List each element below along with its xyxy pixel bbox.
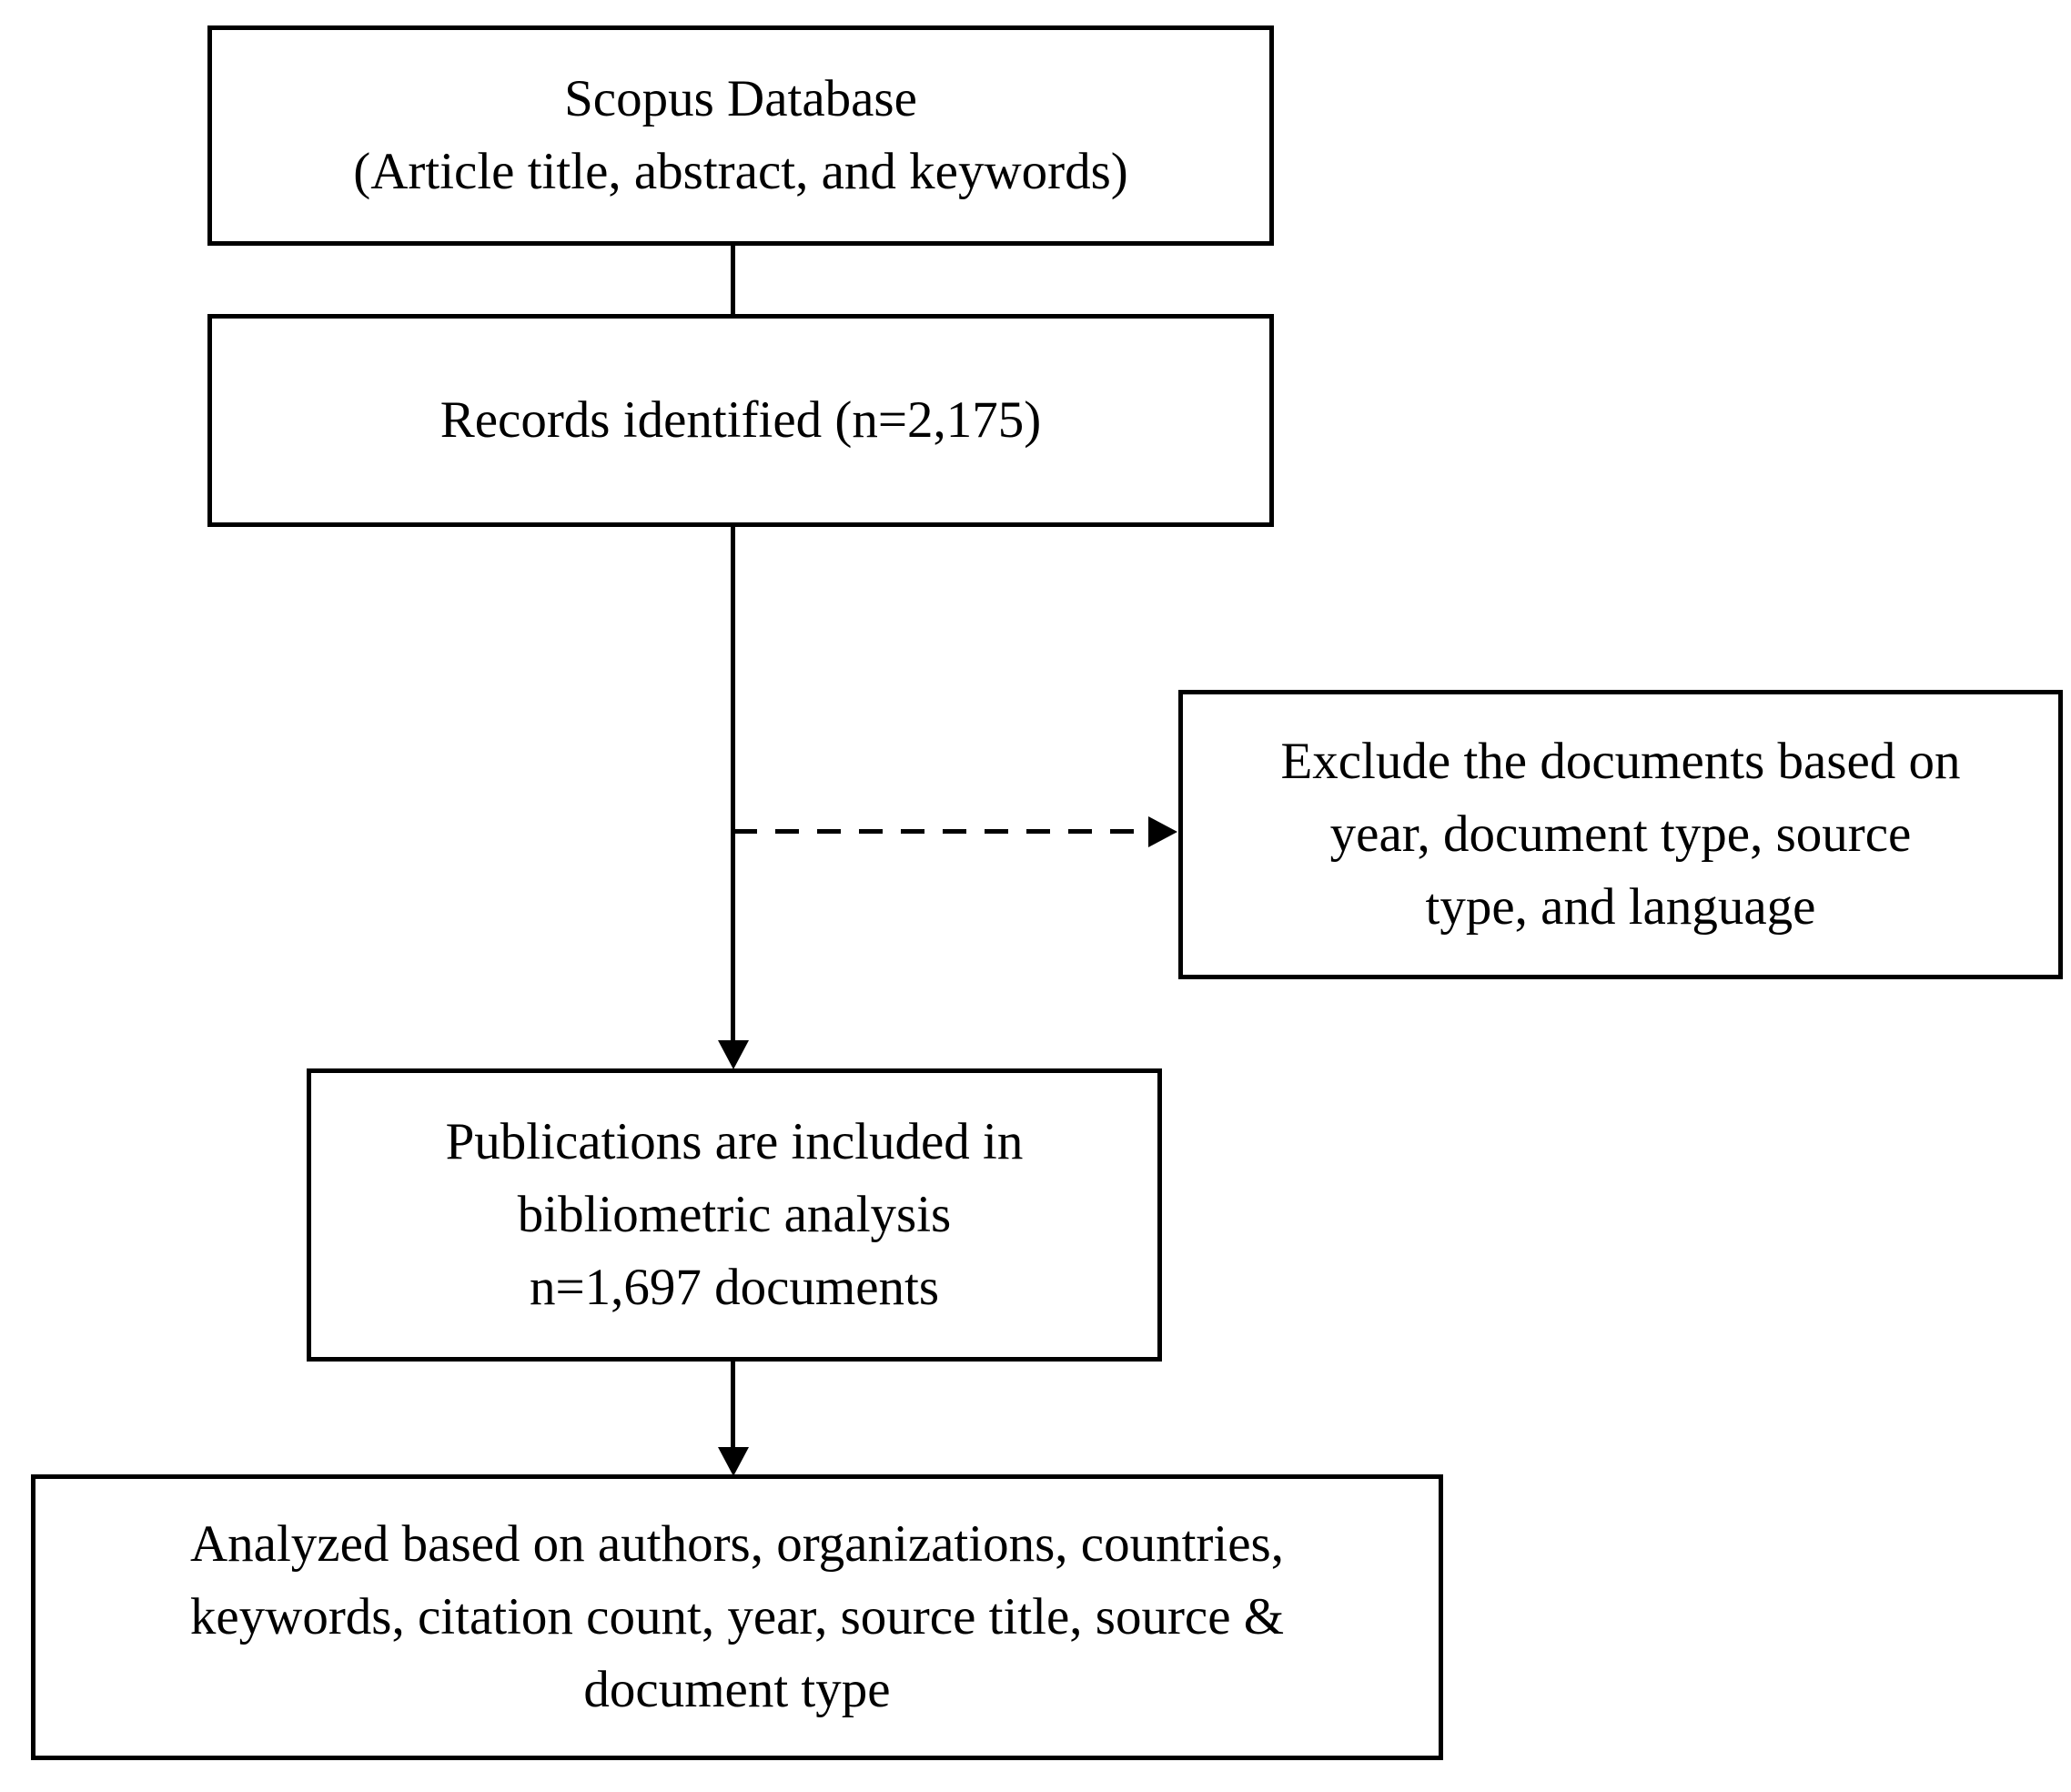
exclusion-criteria-text: Exclude the documents based on year, doc… [1280, 733, 1961, 936]
analysis-dimensions-text: Analyzed based on authors, organizations… [189, 1515, 1285, 1718]
scopus-database-box: Scopus Database (Article title, abstract… [207, 25, 1274, 246]
connector-records-to-included [731, 525, 735, 1044]
included-publications-box: Publications are included in bibliometri… [307, 1068, 1162, 1362]
down-arrowhead-icon [718, 1447, 749, 1476]
records-identified-box: Records identified (n=2,175) [207, 314, 1274, 527]
connector-included-to-analyzed [731, 1360, 735, 1451]
right-arrowhead-icon [1148, 816, 1177, 847]
exclusion-criteria-box: Exclude the documents based on year, doc… [1178, 690, 2063, 979]
analysis-dimensions-box: Analyzed based on authors, organizations… [31, 1474, 1443, 1760]
included-publications-text: Publications are included in bibliometri… [445, 1113, 1024, 1316]
scopus-database-text: Scopus Database (Article title, abstract… [353, 70, 1128, 200]
down-arrowhead-icon [718, 1040, 749, 1069]
records-identified-text: Records identified (n=2,175) [439, 391, 1042, 449]
connector-scopus-to-records [731, 244, 735, 316]
dashed-connector-to-exclusion [733, 829, 1148, 834]
